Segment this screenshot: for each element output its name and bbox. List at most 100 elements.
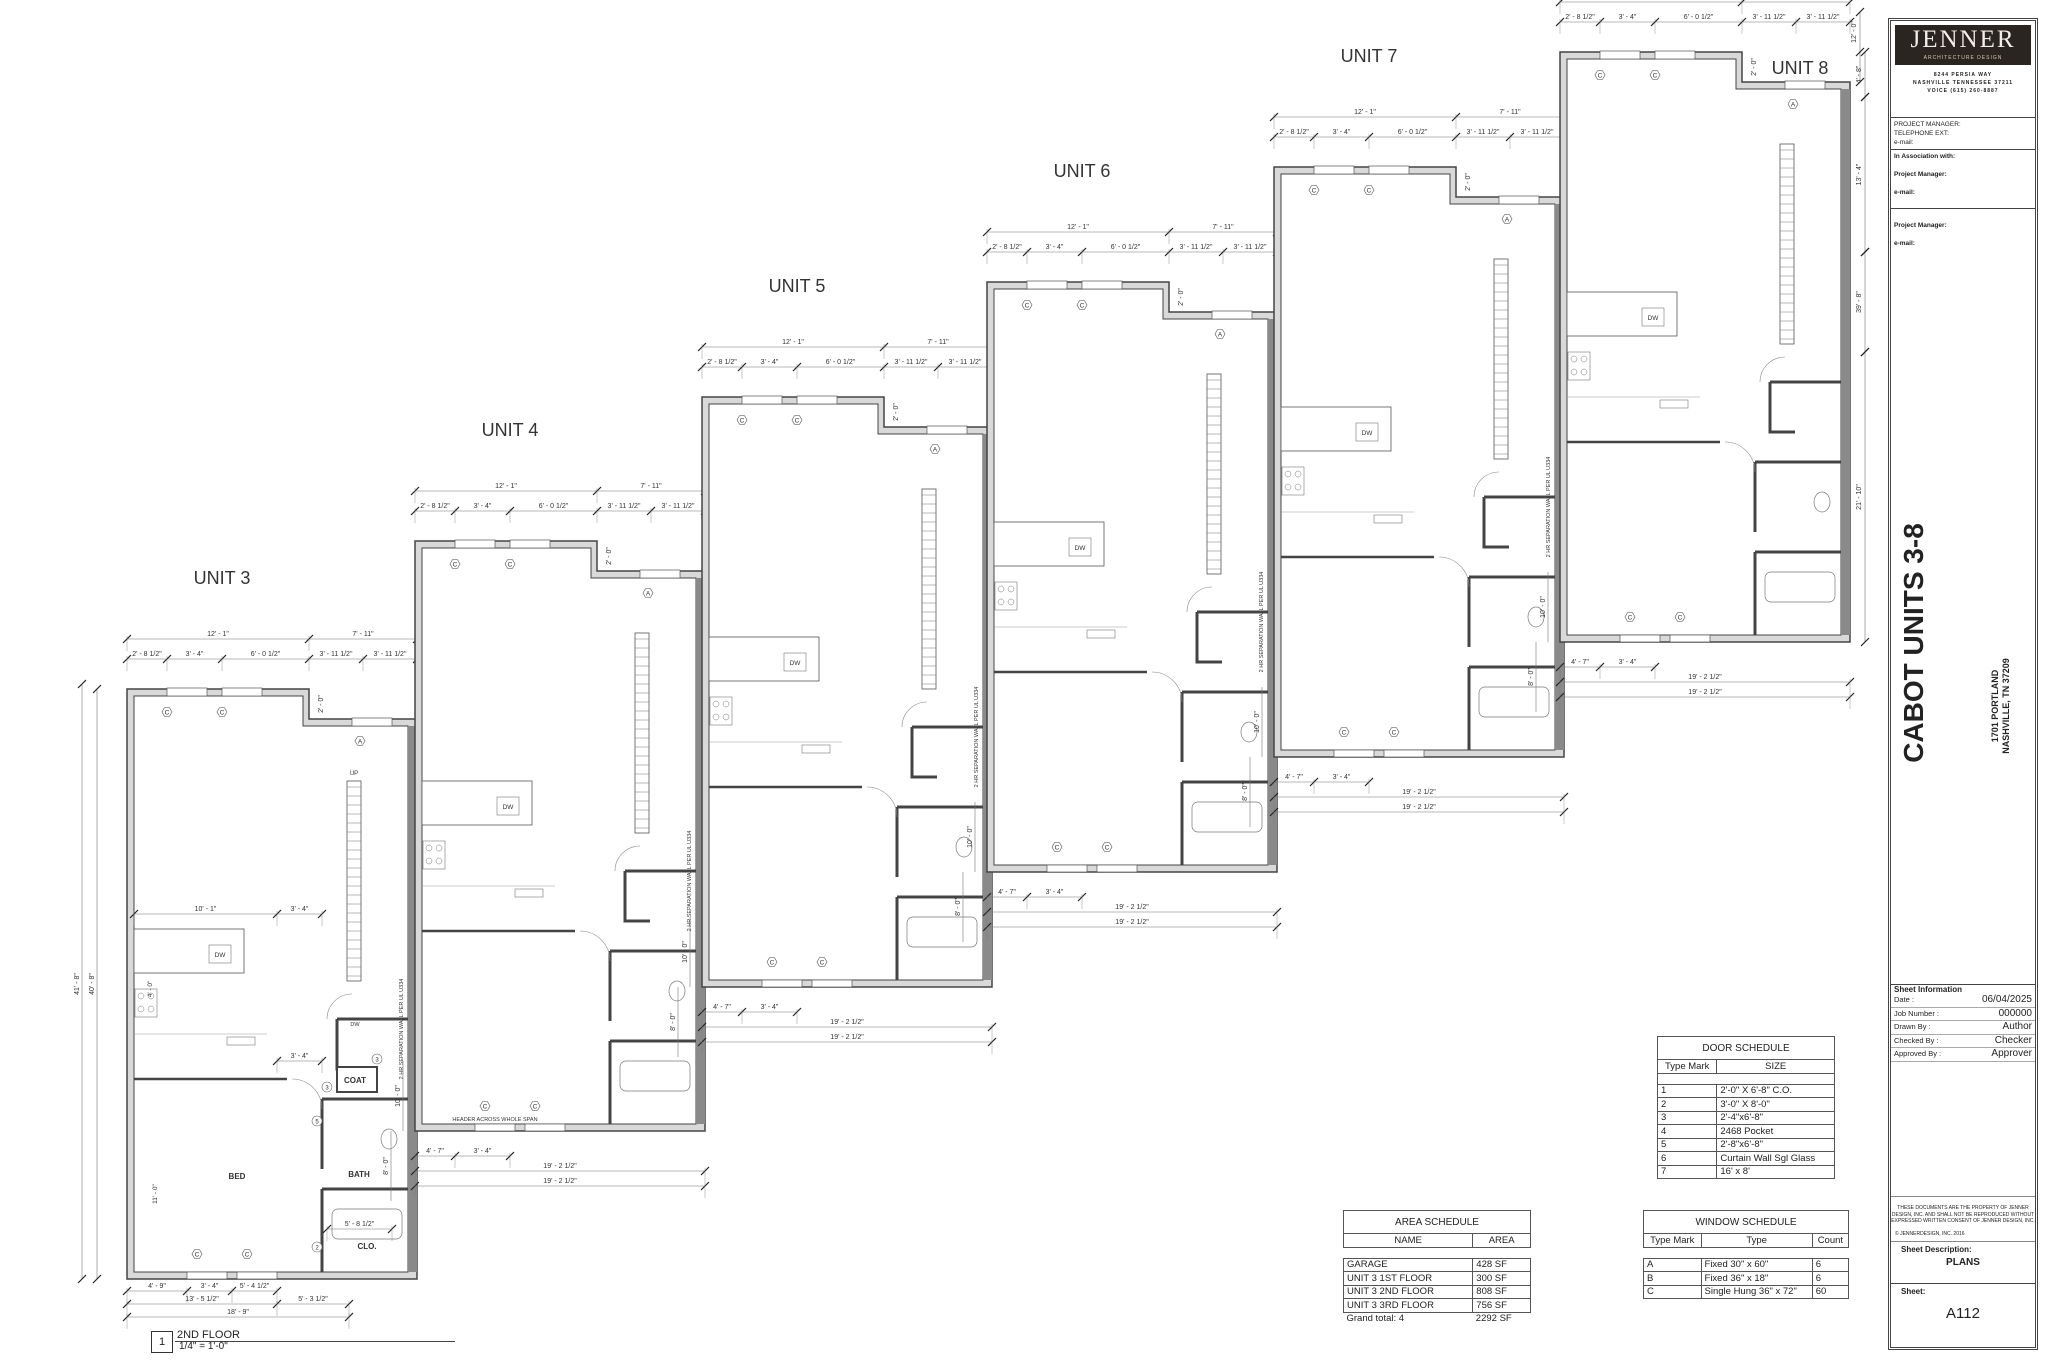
door-swing bbox=[901, 701, 928, 728]
title-block: JENNER ARCHITECTURE DESIGN 8244 PERSIA W… bbox=[1888, 18, 2038, 1350]
info-label: Drawn By : bbox=[1894, 1022, 1931, 1031]
separation-wall bbox=[408, 726, 417, 1272]
window bbox=[1619, 634, 1661, 643]
sheet-info-row: Date :06/04/2025 bbox=[1891, 994, 2035, 1008]
separation-wall-note: 2 HR SEPARATION WALL PER UL U334 bbox=[974, 687, 980, 788]
email-label: e-mail: bbox=[1894, 240, 1915, 247]
door-schedule-title: DOOR SCHEDULE bbox=[1657, 1036, 1835, 1060]
window bbox=[1599, 50, 1641, 60]
window-tag-icon bbox=[529, 1101, 541, 1111]
dimension-label: 3' - 4" bbox=[1619, 659, 1637, 666]
window-tag: A bbox=[1791, 102, 1796, 109]
consultant-section: Project Manager: e-mail: bbox=[1891, 208, 2035, 283]
interior-space bbox=[133, 695, 409, 1273]
window-tag: C bbox=[1080, 303, 1085, 310]
dimension-label: 8' - 0" bbox=[1528, 668, 1535, 686]
dimension-label: 3' - 4" bbox=[761, 1004, 779, 1011]
room-label-bed: BED bbox=[229, 1172, 246, 1181]
schedule-cell: UNIT 3 2ND FLOOR bbox=[1342, 1284, 1474, 1299]
sheet-description-label: Sheet Description: bbox=[1901, 1245, 1972, 1254]
fridge bbox=[1659, 399, 1689, 409]
schedule-cell: UNIT 3 1ST FLOOR bbox=[1342, 1271, 1474, 1286]
window-tag: C bbox=[1653, 73, 1658, 80]
dimension-label: 2' - 0" bbox=[893, 403, 900, 421]
burner-icon bbox=[425, 844, 433, 852]
door-swing bbox=[866, 786, 898, 818]
separation-wall-note: 2 HR SEPARATION WALL PER UL U334 bbox=[399, 979, 405, 1080]
dimension-label: 3' - 4" bbox=[1046, 244, 1064, 251]
window-tag-icon bbox=[1076, 300, 1088, 310]
dimension-label: 18' - 9" bbox=[227, 1309, 249, 1316]
schedule-cell: B bbox=[1643, 1271, 1702, 1286]
window-tag: A bbox=[358, 739, 363, 746]
door-tag: 3 bbox=[325, 1086, 329, 1092]
dimension-label: 4' - 0" bbox=[147, 980, 154, 997]
window-tag-icon bbox=[1787, 99, 1799, 109]
info-value: Author bbox=[2002, 1021, 2032, 1032]
schedule-cell: 808 SF bbox=[1472, 1284, 1531, 1299]
window bbox=[166, 687, 208, 697]
unit-label: UNIT 3 bbox=[194, 568, 251, 588]
burner-icon bbox=[425, 857, 433, 865]
dimension-label: 10' - 0" bbox=[967, 826, 974, 848]
window-tag: C bbox=[483, 1104, 488, 1111]
dimension-label: 19' - 2 1/2" bbox=[1115, 919, 1149, 926]
dimension-label: 2' - 0" bbox=[318, 695, 325, 713]
door-tag: 2 bbox=[315, 1246, 319, 1252]
window-tag-icon bbox=[1308, 185, 1320, 195]
door-swing bbox=[1724, 441, 1756, 473]
window-tag: C bbox=[1025, 303, 1030, 310]
separation-wall bbox=[1841, 89, 1850, 635]
window bbox=[509, 539, 551, 549]
window-tag: C bbox=[820, 960, 825, 967]
unit-label: UNIT 5 bbox=[769, 276, 826, 296]
unit-plan: UNIT 8CCACCDW12' - 1"7' - 11"2' - 8 1/2"… bbox=[1528, 0, 1870, 712]
pm-label: PROJECT MANAGER: bbox=[1894, 121, 1961, 128]
fridge bbox=[226, 1036, 256, 1046]
range bbox=[994, 581, 1018, 611]
dimension-label: 4' - 7" bbox=[1285, 774, 1303, 781]
info-label: Approved By : bbox=[1894, 1049, 1942, 1058]
range bbox=[709, 696, 733, 726]
dimension-label: 8' - 0" bbox=[383, 1157, 390, 1175]
address-line: 1701 PORTLAND bbox=[1990, 669, 2000, 743]
dimension-label: 10' - 0" bbox=[395, 1085, 402, 1107]
bath-closet-block bbox=[579, 845, 696, 1124]
email-label: e-mail: bbox=[1894, 139, 1914, 146]
schedule-cell: 2'-0" X 6'-8" C.O. bbox=[1716, 1083, 1835, 1098]
staircase bbox=[1779, 143, 1795, 345]
dimension-label: 6' - 0 1/2" bbox=[539, 503, 569, 510]
door-swing bbox=[1151, 671, 1183, 703]
bathtub bbox=[1764, 571, 1836, 603]
unit-label: UNIT 7 bbox=[1341, 46, 1398, 66]
window-tag: A bbox=[1218, 332, 1223, 339]
dimensions: 12' - 1"7' - 11"2' - 8 1/2"3' - 4"6' - 0… bbox=[1528, 0, 1870, 712]
column-header: AREA bbox=[1472, 1233, 1531, 1248]
staircase bbox=[634, 632, 650, 834]
dimension-label: 5' - 3 1/2" bbox=[298, 1296, 328, 1303]
window-tag-icon bbox=[766, 957, 778, 967]
burner-icon bbox=[997, 598, 1005, 606]
dimension-label: 3' - 11 1/2" bbox=[374, 651, 407, 658]
dimension-tick bbox=[1855, 77, 1865, 87]
fridge bbox=[1373, 514, 1403, 524]
interior-space bbox=[708, 403, 984, 981]
schedule-cell: 756 SF bbox=[1472, 1298, 1531, 1313]
window bbox=[639, 569, 681, 579]
window-tag: C bbox=[245, 1252, 250, 1259]
burner-icon bbox=[712, 713, 720, 721]
dimension-label: 3' - 4" bbox=[291, 1053, 309, 1060]
dimension-label: 5' - 8 1/2" bbox=[345, 1221, 375, 1228]
schedule-cell: 1 bbox=[1656, 1083, 1718, 1098]
dimension-label: 19' - 2 1/2" bbox=[1115, 904, 1149, 911]
pm-label: Project Manager: bbox=[1894, 222, 1947, 229]
